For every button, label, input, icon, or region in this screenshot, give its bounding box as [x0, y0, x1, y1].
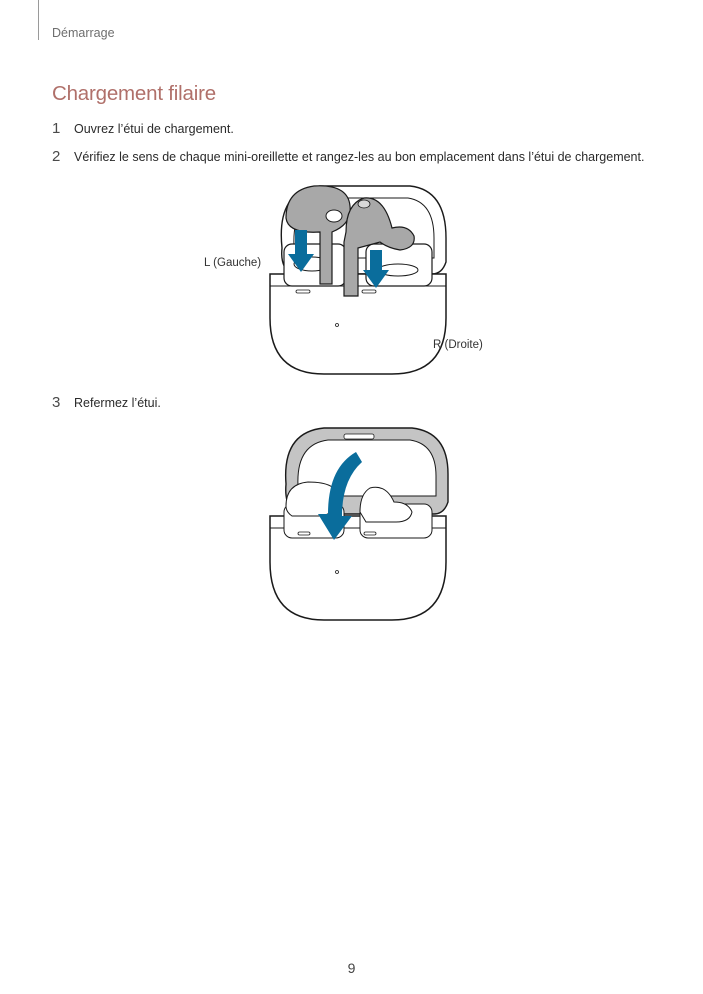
page-number: 9 — [347, 960, 356, 976]
step-number: 3 — [52, 394, 61, 411]
step-text: Ouvrez l’étui de chargement. — [74, 122, 234, 136]
step-3: 3 Refermez l’étui. — [52, 394, 161, 411]
step-2: 2 Vérifiez le sens de chaque mini-oreill… — [52, 148, 644, 165]
margin-rule — [38, 0, 39, 40]
step-text: Refermez l’étui. — [74, 396, 161, 410]
earbuds-insert-illustration — [269, 185, 447, 375]
step-number: 1 — [52, 120, 61, 137]
close-case-illustration — [269, 427, 449, 621]
section-header: Démarrage — [52, 26, 115, 40]
label-left: L (Gauche) — [204, 257, 262, 269]
step-number: 2 — [52, 148, 61, 165]
page-title: Chargement filaire — [52, 82, 216, 105]
step-1: 1 Ouvrez l’étui de chargement. — [52, 120, 234, 137]
step-text: Vérifiez le sens de chaque mini-oreillet… — [74, 150, 645, 164]
label-right: R (Droite) — [433, 339, 483, 351]
